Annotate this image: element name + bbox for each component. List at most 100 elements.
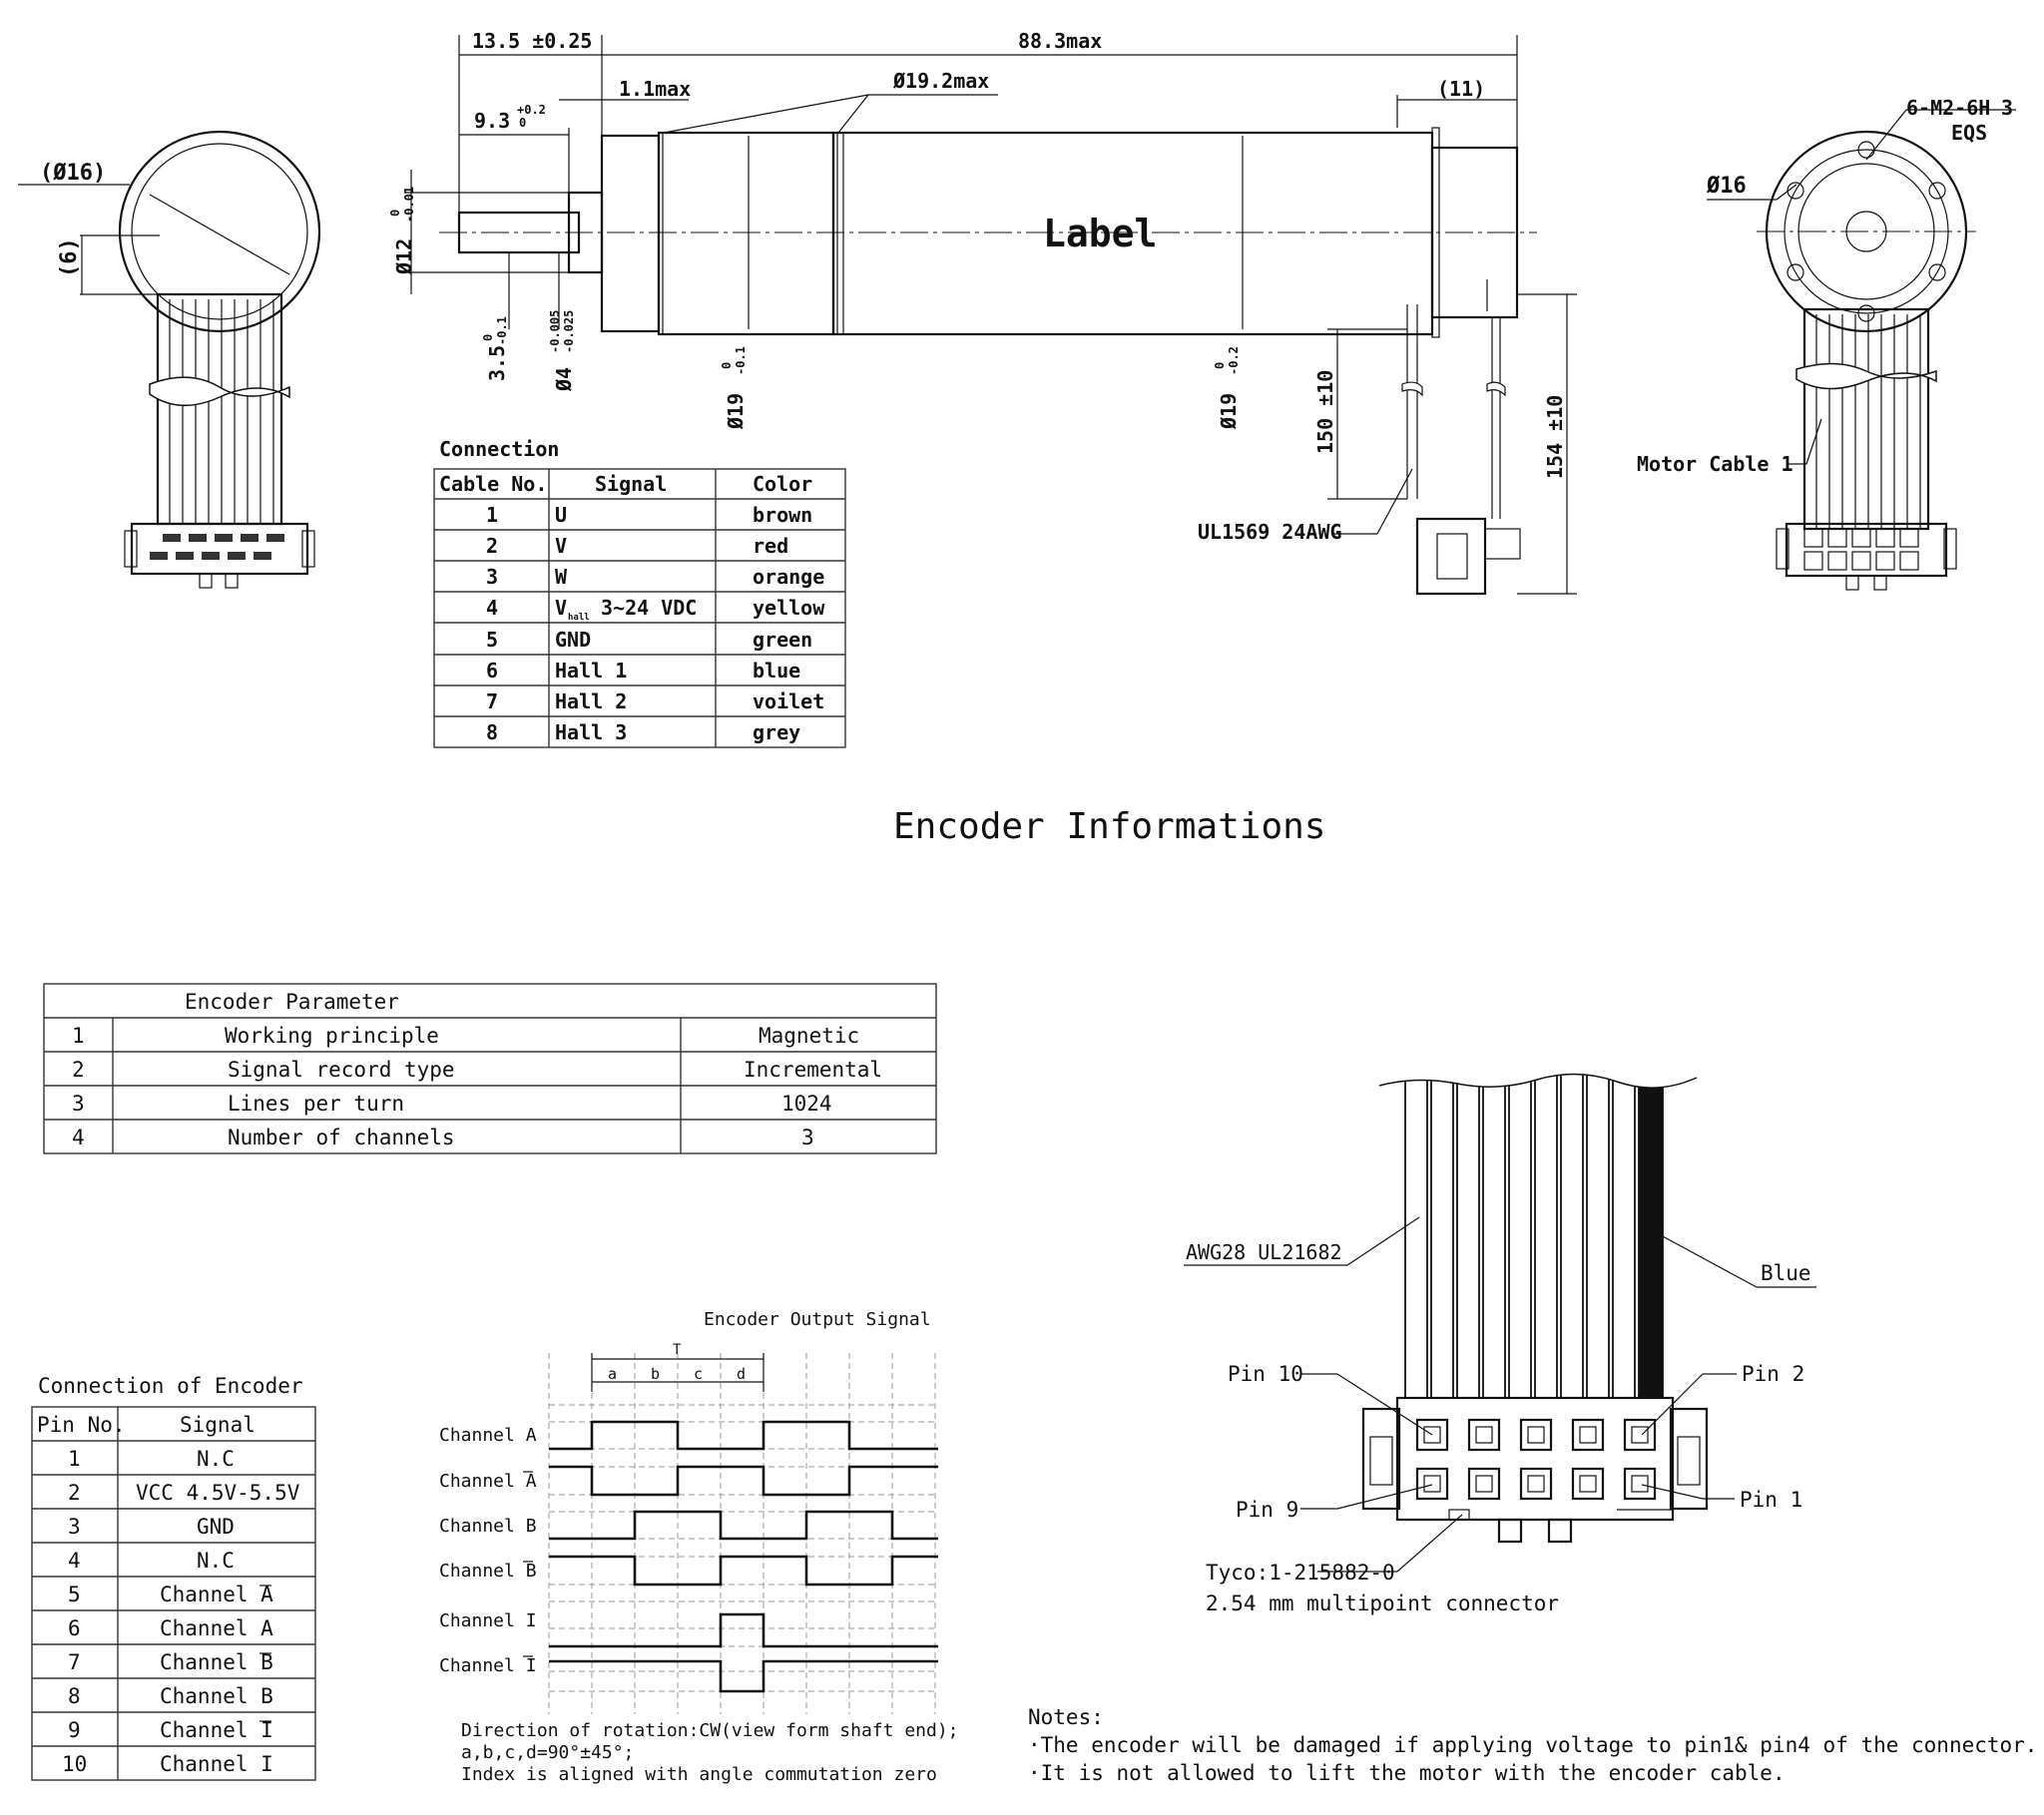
signal-note-1: Direction of rotation:CW(view form shaft… [461,1720,959,1741]
connection-row-2-signal: V [555,534,567,558]
right-dia-label: Ø16 [1706,174,1747,199]
dim-shaft-step-tol-up: +0.2 [517,103,546,117]
connection-header-color: Color [753,472,812,496]
signal-seg-b: b [651,1365,660,1383]
connector-part: Tyco:1-215882-0 [1206,1561,1395,1585]
connection-row-6-no: 6 [486,659,498,682]
encoder-conn-1-signal: N.C [197,1447,235,1471]
blue-label: Blue [1761,1261,1811,1285]
encoder-parameter-table: Encoder Parameter 1 Working principle Ma… [43,983,937,1154]
connector-desc: 2.54 mm multipoint connector [1206,1591,1559,1615]
waveform-i-not [549,1659,938,1693]
connection-row-4-color: yellow [753,596,825,620]
encoder-conn-2-signal: VCC 4.5V-5.5V [136,1481,300,1505]
connection-row-4-range: 3~24 VDC [601,596,697,620]
dim-total-len: 88.3max [1018,29,1102,53]
connection-row-4-no: 4 [486,596,498,620]
signal-label-a-not: Channel A [439,1471,537,1492]
connector-pins [1415,1418,1657,1501]
connection-table: Connection Cable No. Signal Color 1 U br… [433,437,846,748]
encoder-connector: AWG28 UL21682 Blue Pin 10 Pin 2 Pin 9 Pi… [1184,1068,1816,1615]
encoder-param-4-no: 4 [72,1126,85,1149]
connection-row-8-signal: Hall 3 [555,720,627,744]
encoder-conn-1-pin: 1 [68,1447,81,1471]
signal-note-2: a,b,c,d=90°±45°; [461,1742,634,1763]
dim-shaft-small: Ø4 [552,367,576,392]
encoder-title: Encoder Informations [893,806,1325,847]
waveform-b [549,1510,938,1541]
dim-body-dia-b-tol-dn: -0.2 [1227,346,1241,375]
right-end-view: 6-M2-6H 3 EQS Ø16 [1637,96,2016,591]
pin2-label: Pin 2 [1742,1362,1804,1386]
encoder-param-1-no: 1 [72,1024,85,1048]
signal-label-b: Channel B [439,1516,537,1537]
encoder-conn-9-pin: 9 [68,1718,81,1742]
encoder-conn-10-pin: 10 [62,1752,87,1776]
connection-row-5-signal: GND [555,628,591,652]
dim-flat: 3.5 [485,345,509,381]
wire-note: UL1569 24AWG [1198,520,1342,544]
left-end-view: (Ø16) (6) [18,130,321,589]
connection-header-cable: Cable No. [439,472,547,496]
waveform-b-not [549,1555,938,1587]
connection-row-3-color: orange [753,565,824,589]
dim-cable-150: 150 ±10 [1313,370,1337,454]
dim-body-dia-b-tol-up: 0 [1213,362,1227,369]
note-1: ·The encoder will be damaged if applying… [1028,1733,2037,1757]
dim-body-dia-b: Ø19 [1217,393,1241,430]
right-depth-label: 3 [2001,96,2013,120]
blue-wire [1638,1073,1664,1399]
dim-body-dia-a: Ø19 [724,393,748,430]
encoder-param-4-value: 3 [801,1126,814,1149]
dim-flat-tol-up: 0 [481,334,495,341]
dim-shaft-dia: Ø12 [392,238,416,275]
encoder-params-title: Encoder Parameter [185,990,399,1014]
dim-body-dia: Ø19.2max [892,69,989,93]
connection-row-1-no: 1 [486,503,498,527]
signal-title: Encoder Output Signal [704,1309,931,1330]
left-6-label: (6) [57,237,82,277]
connection-row-1-signal: U [555,503,567,527]
signal-seg-a: a [608,1365,617,1383]
encoder-connection-table: Connection of Encoder Pin No. Signal 1 N… [31,1374,316,1781]
encoder-connection-title: Connection of Encoder [38,1374,303,1398]
connection-row-3-signal: W [555,565,568,589]
signal-label-i: Channel I [439,1610,537,1631]
encoder-conn-header-signal: Signal [180,1413,256,1437]
connection-row-8-no: 8 [486,720,498,744]
encoder-conn-4-signal: N.C [197,1549,235,1573]
right-eqs-label: EQS [1951,121,1987,145]
encoder-param-4-name: Number of channels [228,1126,455,1149]
encoder-param-2-no: 2 [72,1058,85,1082]
connection-row-6-color: blue [753,659,800,682]
right-holes-label: 6-M2-6H [1906,96,1990,120]
encoder-param-2-name: Signal record type [228,1058,455,1082]
encoder-conn-5-signal: Channel A [160,1583,273,1606]
dim-cable-154: 154 ±10 [1543,395,1567,479]
dim-shaft-dia-tol-dn: -0.01 [402,187,416,223]
waveform-i [549,1612,938,1648]
waveform-a-not [549,1465,938,1497]
signal-seg-c: c [694,1365,703,1383]
encoder-conn-9-signal: Channel I [160,1718,273,1742]
left-dia-label: (Ø16) [40,161,106,186]
motor-side-view: Label 13.5 ±0.25 88.3max 1.1max Ø19.2max… [388,29,1577,596]
encoder-conn-8-pin: 8 [68,1684,81,1708]
dim-shaft-dia-tol-up: 0 [388,210,402,217]
encoder-conn-7-pin: 7 [68,1650,81,1674]
connection-header-signal: Signal [595,472,667,496]
encoder-conn-3-signal: GND [197,1515,235,1539]
right-connector-pins [1803,528,1919,571]
connection-title: Connection [439,437,559,461]
signal-label-a: Channel A [439,1425,537,1446]
left-connector-pins [150,534,284,560]
dim-flat-tol-dn: -0.1 [495,316,509,345]
waveform-a [549,1420,938,1451]
pin1-label: Pin 1 [1740,1488,1802,1512]
dim-shaft-small-tol-up: -0.005 [548,310,562,353]
connection-row-1-color: brown [753,503,812,527]
cable-spec: AWG28 UL21682 [1186,1240,1342,1264]
dim-shaft-small-tol-dn: -0.025 [562,310,576,353]
encoder-param-3-no: 3 [72,1092,85,1116]
dim-body-dia-a-tol-up: 0 [720,362,734,369]
